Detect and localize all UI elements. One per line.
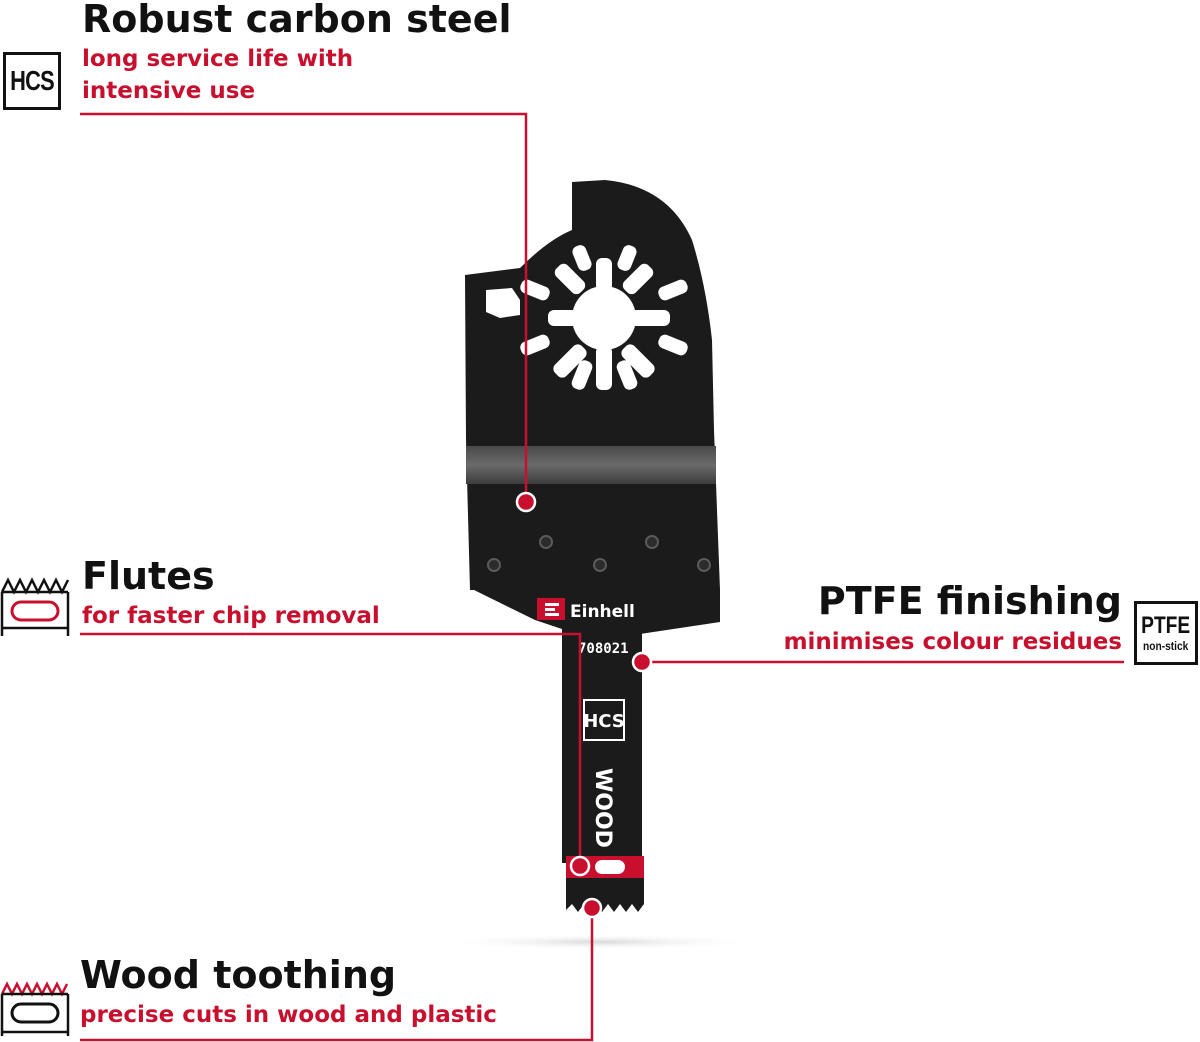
flutes-feature-title: Flutes [82,554,215,598]
wood-callout-dot [581,897,603,919]
carbon-callout-dot [515,491,537,513]
flutes-icon [0,577,70,636]
carbon-feature-subtitle-line2: intensive use [82,78,256,104]
wood-toothing-icon [0,981,70,1036]
blade-shaft [562,628,642,863]
ptfe-callout-dot [631,651,653,673]
carbon-callout-line [80,112,528,500]
ptfe-feature-title: PTFE finishing [817,579,1122,623]
blade-rivets [487,535,711,572]
blade-brand-logo: Einhell [537,598,635,622]
blade-shoulder [470,588,720,634]
hcs-icon-label: HCS [10,65,55,96]
svg-text:HCS: HCS [583,711,625,732]
blade-shadow [440,934,760,950]
flutes-callout-line [80,632,582,866]
blade-code: 708021 [578,641,629,657]
blade-slot [486,288,520,318]
svg-text:Einhell: Einhell [570,602,635,622]
ptfe-icon: PTFE non-stick [1134,601,1198,665]
ptfe-feature-subtitle: minimises colour residues [783,629,1122,655]
blade-star-hub [520,245,688,390]
wood-feature-subtitle: precise cuts in wood and plastic [80,1002,497,1028]
carbon-feature-subtitle-line1: long service life with [82,46,354,72]
carbon-feature-title: Robust carbon steel [82,0,512,41]
hcs-icon: HCS [3,52,61,110]
blade-bend-band [466,446,716,484]
ptfe-icon-sublabel: non-stick [1143,639,1189,653]
wood-feature-title: Wood toothing [80,953,397,997]
blade-wood-mark: WOOD [590,768,615,848]
blade-hcs-mark [583,699,625,741]
ptfe-icon-label: PTFE [1141,612,1191,639]
wood-callout-line [80,908,594,1042]
flutes-callout-dot [569,855,591,877]
flutes-feature-subtitle: for faster chip removal [82,603,380,629]
